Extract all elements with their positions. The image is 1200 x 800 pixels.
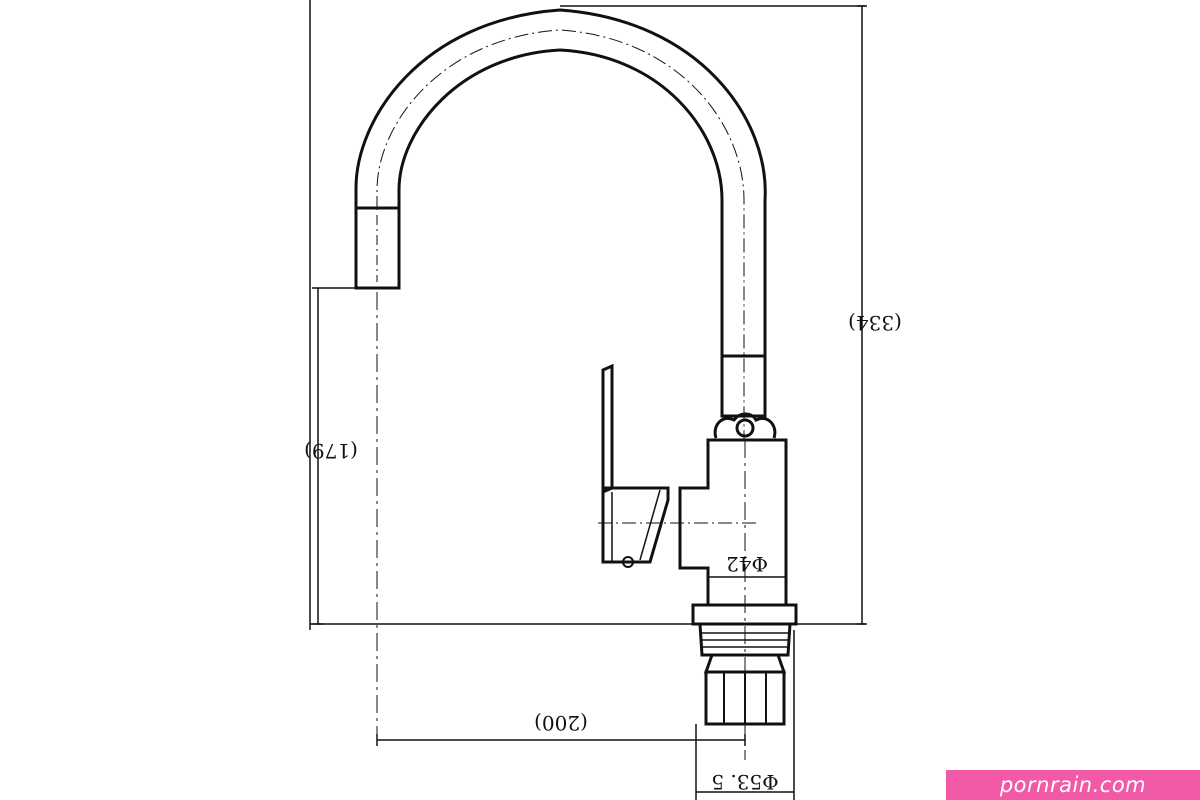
body-diameter-label: Φ42 [726, 552, 768, 576]
total-height-label: (334) [848, 311, 902, 335]
handle-lever [601, 363, 614, 495]
swivel-nut [713, 412, 777, 439]
watermark-text: pornrain.com [999, 773, 1147, 797]
spout-collar [720, 354, 767, 418]
spout-inner [397, 48, 724, 360]
spout-height-label: (179) [304, 439, 358, 463]
handle-base [601, 486, 670, 564]
spout-outer [354, 8, 767, 360]
spout-centerline [376, 29, 745, 440]
aerator-tip [354, 206, 401, 290]
faucet-body [678, 438, 788, 607]
threaded-shank [698, 622, 792, 657]
base-diameter-label: Φ53. 5 [711, 770, 778, 794]
watermark-banner: pornrain.com [946, 770, 1200, 800]
reach-label: (200) [534, 711, 588, 735]
